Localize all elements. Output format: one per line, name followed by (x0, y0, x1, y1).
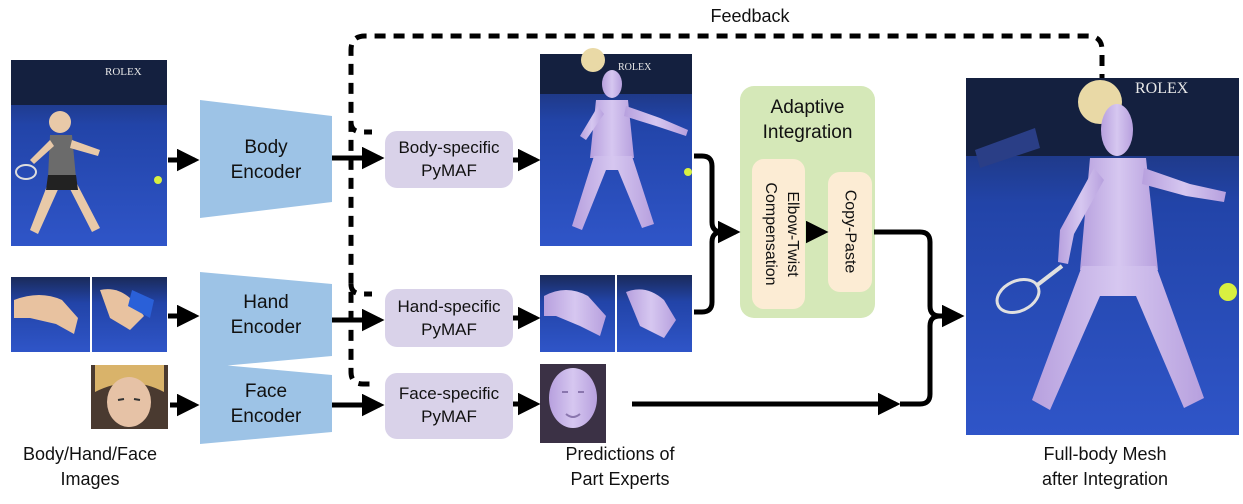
face-pymaf-line2: PyMAF (421, 407, 477, 426)
adaptive-integration-title: Adaptive Integration (740, 95, 875, 145)
elbow-twist-line2: Compensation (762, 182, 779, 286)
output-caption: Full-body Mesh after Integration (1005, 442, 1205, 492)
experts-caption: Predictions of Part Experts (530, 442, 710, 492)
feedback-loop (348, 33, 1105, 387)
hand-pymaf-box (385, 289, 513, 347)
hand-encoder-line1: Hand (243, 292, 289, 313)
feedback-label: Feedback (710, 6, 790, 26)
copy-paste-label: Copy-Paste (841, 189, 859, 274)
experts-caption-line2: Part Experts (570, 469, 670, 489)
inputs-caption-line1: Body/Hand/Face (22, 444, 158, 464)
face-pymaf-box (385, 373, 513, 439)
hand-encoder-label: Hand Encoder (200, 290, 332, 340)
body-pymaf-box (385, 131, 513, 188)
experts-caption-line1: Predictions of (565, 444, 675, 464)
face-encoder-line2: Encoder (230, 406, 302, 427)
body-pymaf-label: Body-specific PyMAF (385, 136, 513, 182)
inputs-caption-line2: Images (60, 469, 120, 489)
face-encoder-label: Face Encoder (200, 379, 332, 429)
svg-text:ROLEX: ROLEX (618, 62, 652, 73)
face-prediction-image (540, 364, 606, 443)
body-input-image: ROLEX (11, 60, 167, 246)
svg-text:ROLEX: ROLEX (1135, 80, 1189, 97)
face-pymaf-label: Face-specific PyMAF (385, 382, 513, 428)
body-encoder-line1: Body (244, 137, 288, 158)
flow-arrows (168, 146, 965, 417)
face-input-image (91, 365, 168, 429)
copy-paste-box (828, 172, 872, 292)
integration-title-line2: Integration (762, 122, 853, 143)
inputs-caption: Body/Hand/Face Images (0, 442, 180, 492)
output-caption-line1: Full-body Mesh (1043, 444, 1167, 464)
hand-pymaf-line2: PyMAF (421, 320, 477, 339)
hand-encoder (200, 272, 332, 368)
svg-text:ROLEX: ROLEX (105, 66, 142, 78)
body-prediction-image: ROLEX (540, 48, 692, 246)
body-pymaf-line1: Body-specific (398, 138, 500, 157)
hand-encoder-line2: Encoder (230, 317, 302, 338)
output-caption-line2: after Integration (1041, 469, 1169, 489)
integration-title-line1: Adaptive (770, 97, 845, 118)
face-encoder (200, 363, 332, 444)
hand-pymaf-label: Hand-specific PyMAF (385, 295, 513, 341)
body-encoder-label: Body Encoder (200, 135, 332, 185)
hand-input-images (11, 277, 167, 352)
body-pymaf-line2: PyMAF (421, 161, 477, 180)
hand-prediction-images (540, 275, 692, 352)
elbow-twist-box (752, 159, 805, 309)
full-body-mesh-image: ROLEX (966, 78, 1239, 435)
face-encoder-line1: Face (244, 381, 288, 402)
body-encoder-line2: Encoder (230, 162, 302, 183)
elbow-twist-line1: Elbow-Twist (784, 191, 801, 277)
hand-pymaf-line1: Hand-specific (397, 297, 501, 316)
elbow-twist-label: Elbow-Twist Compensation (753, 174, 803, 294)
face-pymaf-line1: Face-specific (398, 384, 500, 403)
body-encoder (200, 100, 332, 218)
